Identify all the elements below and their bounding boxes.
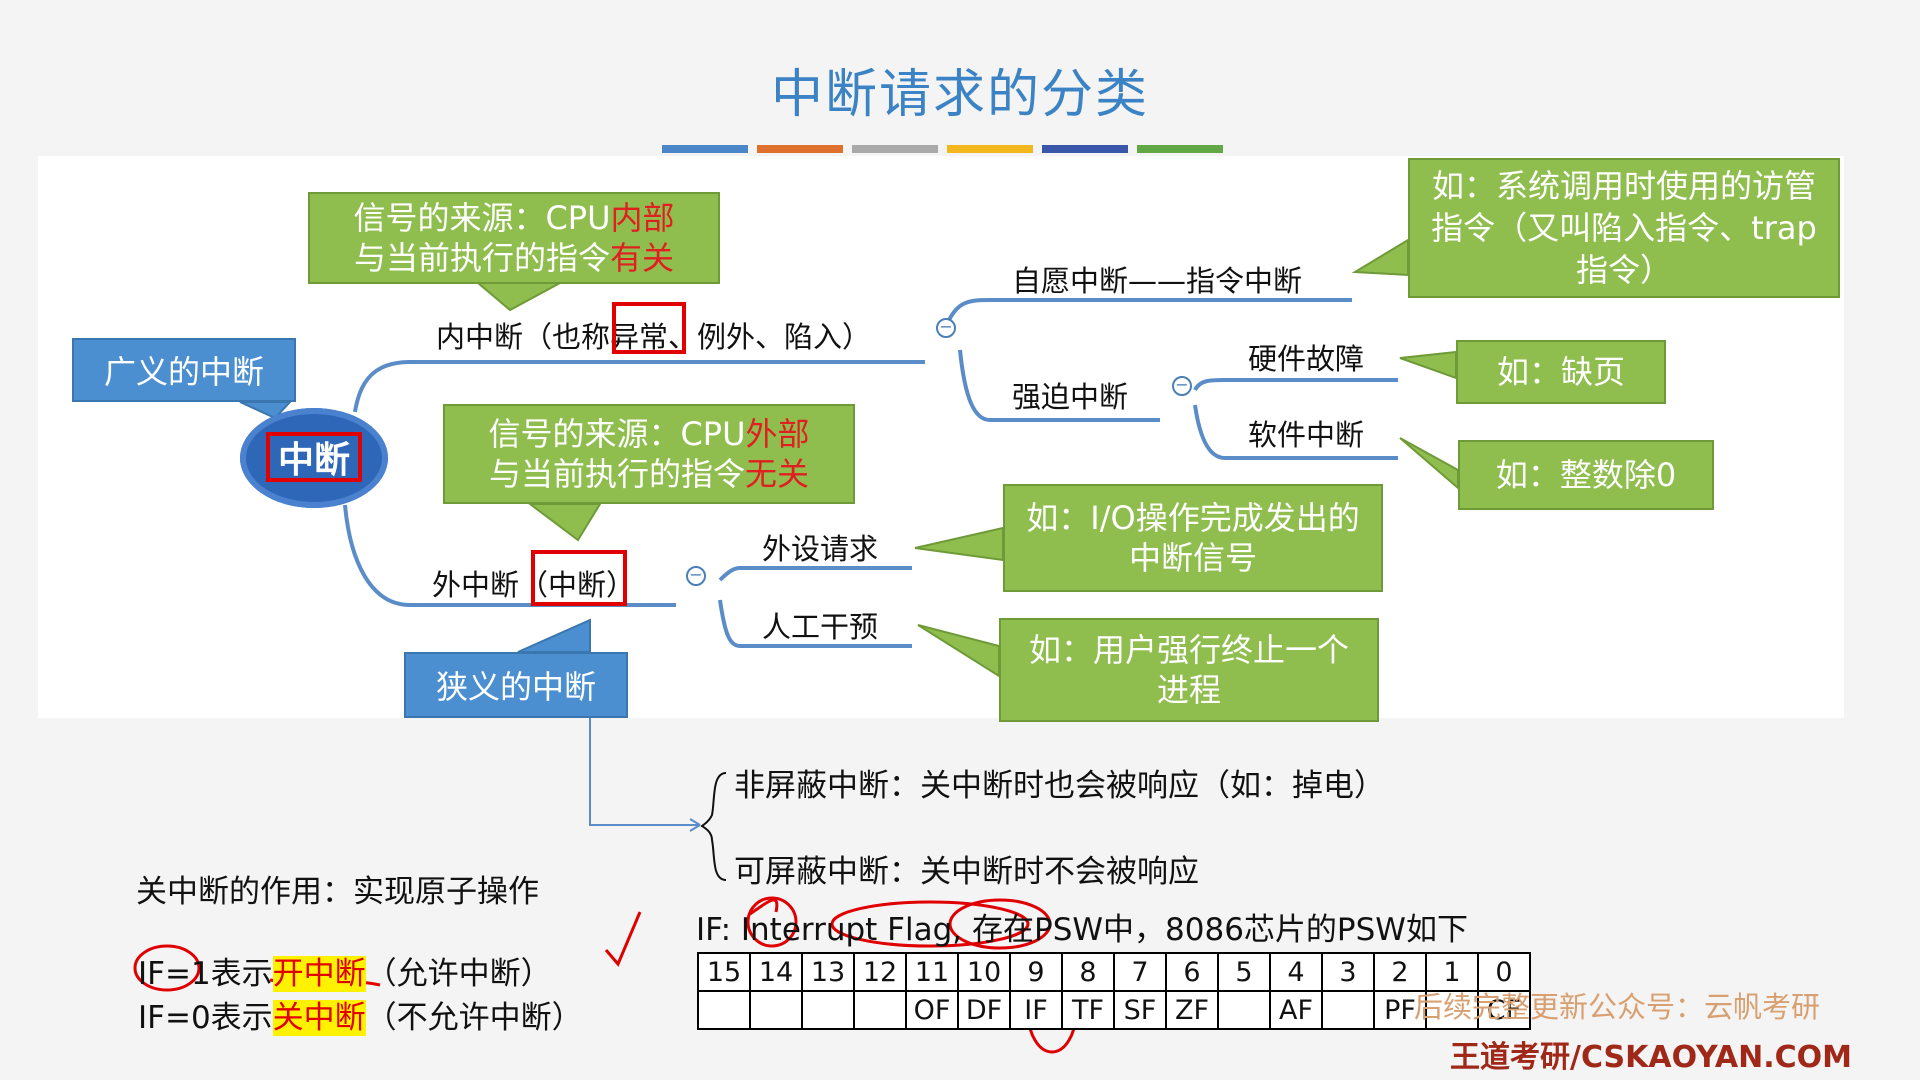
color-stripe-5 [1042,145,1128,153]
psw-bit-cell: 15 [697,952,751,992]
psw-bit-cell: 13 [801,952,855,992]
collapse-external-icon[interactable]: − [686,566,706,586]
disable-interrupt-purpose: 关中断的作用：实现原子操作 [136,874,539,910]
internal-interrupt-node: 内中断（也称异常、例外、陷入） [436,320,872,354]
psw-bit-cell: 11 [905,952,959,992]
psw-flag-cell: ZF [1165,990,1219,1030]
software-note-callout: 如：整数除0 [1458,440,1714,510]
psw-flag-cell: OF [905,990,959,1030]
if1-line: IF=1表示开中断（允许中断） [138,948,552,993]
if1-prefix: IF=1表示 [138,956,273,992]
psw-flag-cell: PF [1373,990,1427,1030]
voluntary-note-callout: 如：系统调用时使用的访管指令（又叫陷入指令、trap指令） [1408,158,1840,298]
narrow-interrupt-label: 狭义的中断 [404,652,628,718]
if0-line: IF=0表示关中断（不允许中断） [138,992,583,1037]
broad-interrupt-label: 广义的中断 [72,338,296,402]
psw-flag-cell: IF [1009,990,1063,1030]
watermark-brand: 王道考研/CSKAOYAN.COM [1450,1040,1852,1075]
external-source-callout: 信号的来源：CPU外部 与当前执行的指令无关 [443,404,855,504]
collapse-internal-icon[interactable]: − [936,318,956,338]
if1-suffix: （允许中断） [365,956,552,992]
device-note-callout: 如：I/O操作完成发出的中断信号 [1003,484,1383,592]
psw-bit-cell: 1 [1425,952,1479,992]
psw-bit-cell: 3 [1321,952,1375,992]
psw-flag-cell: SF [1113,990,1167,1030]
color-stripe-3 [852,145,938,153]
psw-bit-cell: 14 [749,952,803,992]
maskable-interrupt-text: 可屏蔽中断：关中断时不会被响应 [734,854,1199,890]
if-desc-suffix: 存在PSW中，8086芯片的PSW如下 [972,912,1468,948]
psw-bit-cell: 12 [853,952,907,992]
if0-suffix: （不允许中断） [365,1000,583,1036]
if-desc-flag: Interrupt Flag, [740,912,963,948]
watermark-subscribe: 后续完整更新公众号：云帆考研 [1414,990,1821,1024]
internal-source-callout: 信号的来源：CPU内部 与当前执行的指令有关 [308,192,720,284]
psw-bit-cell: 0 [1477,952,1531,992]
slide-title: 中断请求的分类 [770,65,1149,125]
device-request-node: 外设请求 [762,532,879,566]
nonmaskable-interrupt-text: 非屏蔽中断：关中断时也会被响应（如：掉电） [734,768,1385,804]
exception-highlight-box [612,302,686,354]
psw-bit-cell: 7 [1113,952,1167,992]
collapse-forced-icon[interactable]: − [1172,376,1192,396]
psw-flag-cell [697,990,751,1030]
psw-bit-cell: 8 [1061,952,1115,992]
manual-note-callout: 如：用户强行终止一个进程 [999,618,1379,722]
if0-prefix: IF=0表示 [138,1000,273,1036]
psw-flag-cell: DF [957,990,1011,1030]
psw-flag-cell: CF [1477,990,1531,1030]
psw-flag-cell [853,990,907,1030]
hardware-note-callout: 如：缺页 [1456,340,1666,404]
psw-flag-cell: AF [1269,990,1323,1030]
psw-bit-cell: 4 [1269,952,1323,992]
psw-bit-cell: 6 [1165,952,1219,992]
if-flag-description: IF: Interrupt Flag, 存在PSW中，8086芯片的PSW如下 [696,904,1468,949]
voluntary-interrupt-node: 自愿中断——指令中断 [1012,264,1303,298]
center-node-label: 中断 [266,432,362,482]
manual-intervention-node: 人工干预 [762,610,879,644]
if1-highlight: 开中断 [272,956,366,992]
software-interrupt-node: 软件中断 [1248,418,1365,452]
psw-flag-cell: TF [1061,990,1115,1030]
psw-flag-cell [1217,990,1271,1030]
interrupt-highlight-box [531,550,627,606]
psw-flag-cell [801,990,855,1030]
if-desc-prefix: IF: [696,912,732,948]
psw-bit-cell: 2 [1373,952,1427,992]
psw-bit-cell: 5 [1217,952,1271,992]
forced-interrupt-node: 强迫中断 [1012,380,1129,414]
psw-flag-cell [749,990,803,1030]
color-stripe-4 [947,145,1033,153]
if0-highlight: 关中断 [272,1000,366,1036]
hardware-fault-node: 硬件故障 [1248,342,1365,376]
color-stripe-2 [757,145,843,153]
color-stripe-6 [1137,145,1223,153]
psw-bit-cell: 10 [957,952,1011,992]
psw-flag-cell [1425,990,1479,1030]
psw-bit-cell: 9 [1009,952,1063,992]
psw-flag-cell [1321,990,1375,1030]
center-node [240,408,388,508]
color-stripe-1 [662,145,748,153]
